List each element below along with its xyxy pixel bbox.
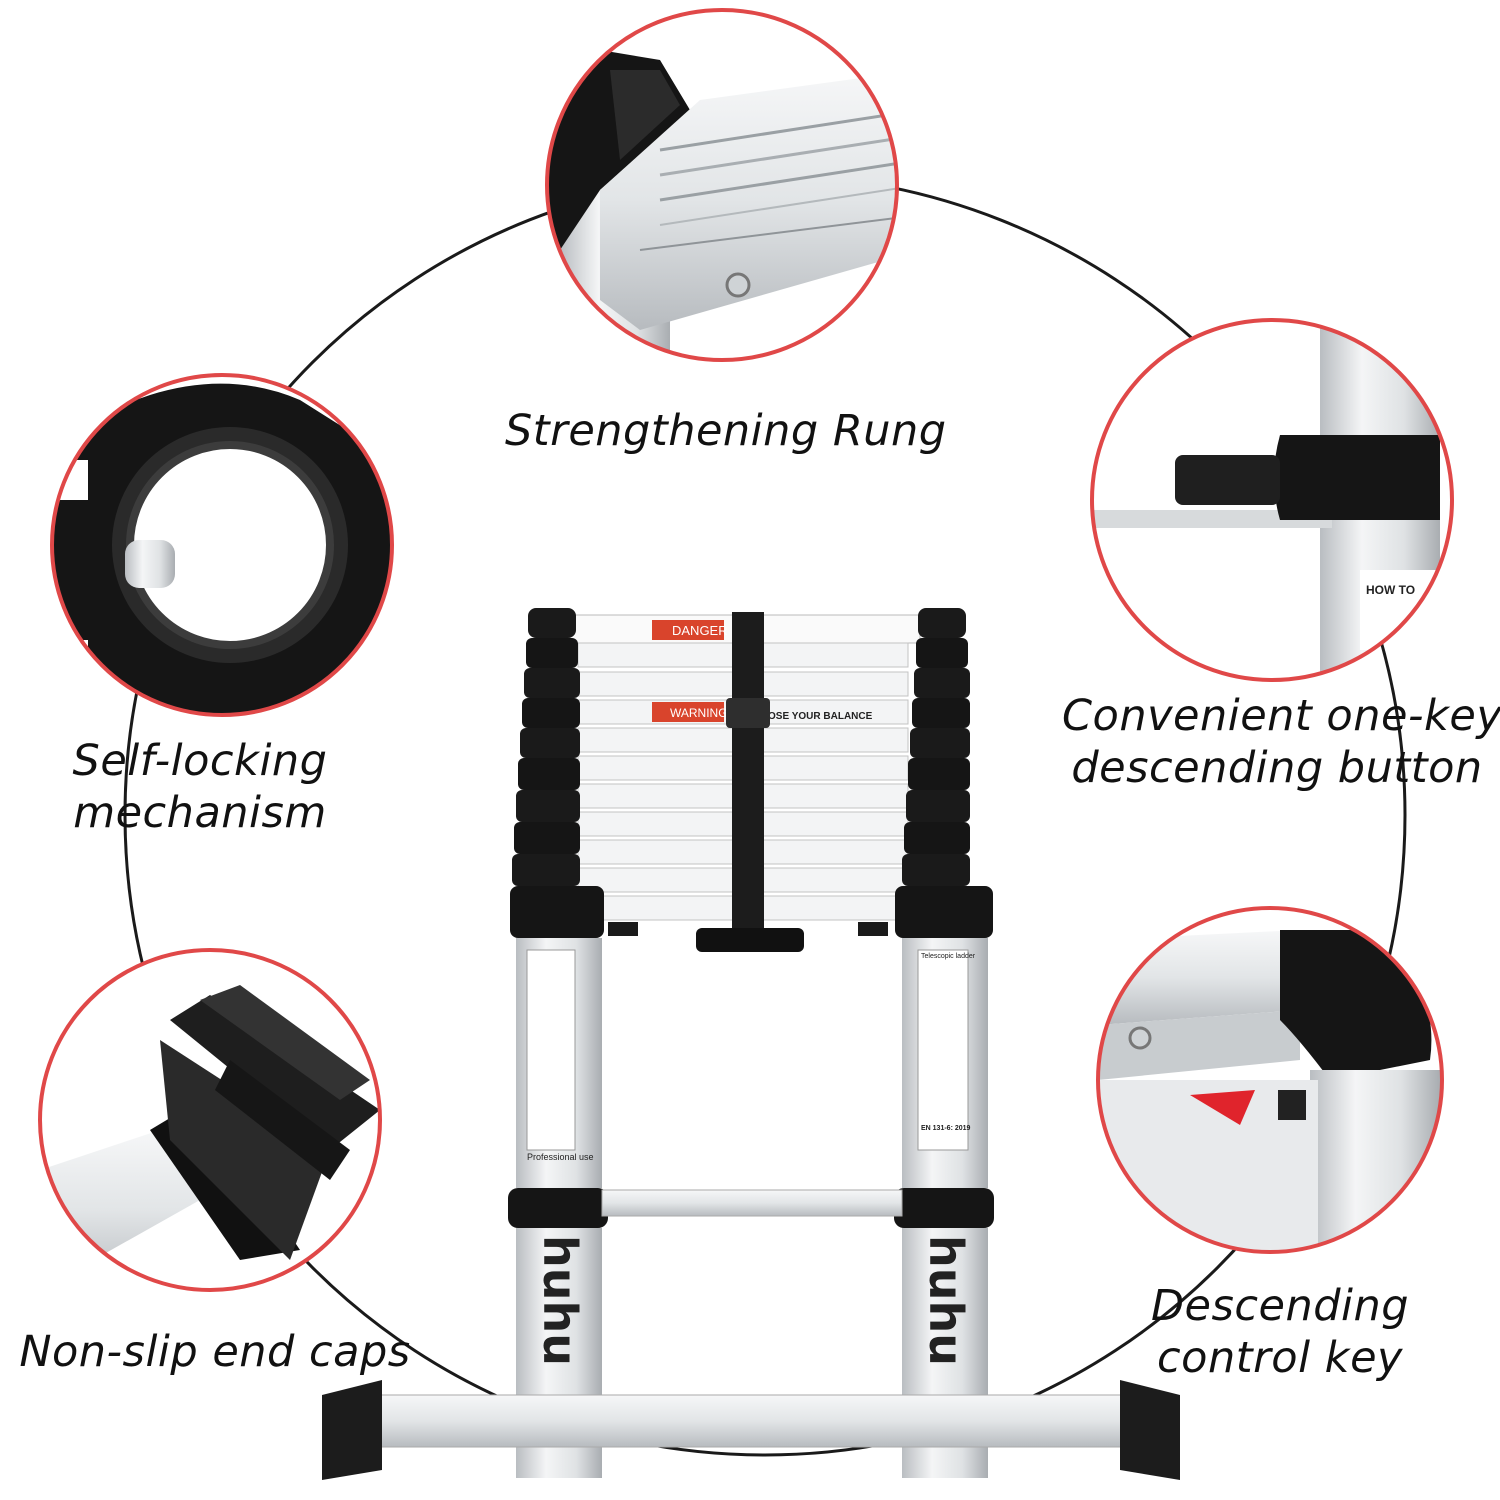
caption-line: Descending [1150,1281,1410,1331]
brand-left: huhu [533,1235,587,1366]
danger-label: DANGER [672,623,728,638]
caption-line: control key [1157,1333,1403,1383]
end-caps-caption: Non-slip end caps [15,1326,415,1378]
self-locking-caption: Self-locking mechanism [45,735,355,839]
caption-line: mechanism [73,788,327,838]
one-key-caption: Convenient one-key descending button [1062,690,1500,794]
bottom-rung [601,1189,903,1217]
standard-label: EN 131-6: 2019 [921,1125,971,1132]
stabilizer-bar [339,1394,1151,1448]
how-to-label: HOW TO [1366,583,1415,597]
strengthening-rung-detail [545,8,899,362]
carry-strap [732,612,764,930]
brand-right: huhu [919,1235,973,1366]
left-cap-stack [510,608,604,938]
caption-line: descending button [1071,743,1483,793]
caption-line: Strengthening Rung [505,406,947,456]
professional-use-label: Professional use [527,1152,594,1162]
control-key-caption: Descending control key [1130,1280,1430,1384]
warning-sticker [652,702,724,722]
caption-line: Non-slip end caps [19,1327,411,1377]
danger-sticker [652,620,724,640]
caption-line: Self-locking [72,736,328,786]
warning-text: OSE YOUR BALANCE [768,711,873,722]
telescopic-ladder: DANGER WARNING OSE YOUR BALANCE [322,608,1180,1480]
telescopic-label: Telescopic ladder [921,953,976,960]
carry-handle [696,928,804,952]
one-key-button-detail: HOW TO [1090,318,1454,682]
right-cap-stack [895,608,993,938]
control-key-detail [1096,906,1444,1254]
warning-label: WARNING [670,706,728,720]
caption-line: Convenient one-key [1062,691,1500,741]
end-cap-detail [38,948,382,1292]
self-locking-detail [50,373,394,717]
strengthening-rung-caption: Strengthening Rung [505,405,947,457]
